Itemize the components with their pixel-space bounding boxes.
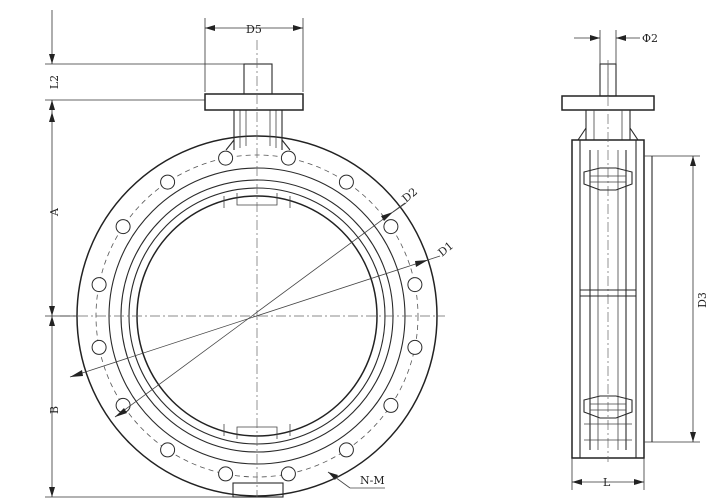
label-phi2: Φ2 [642,32,658,45]
bolt-hole [407,277,423,293]
bolt-hole [160,442,176,458]
label-l2: L2 [48,75,61,89]
bolt-holes [91,150,423,482]
bolt-hole [91,339,107,355]
bolt-hole [280,466,296,482]
top-mounting-flange [204,93,304,111]
bolt-hole [115,219,131,235]
label-d3: D3 [696,292,709,308]
side-view: Φ2 D3 L [561,30,709,490]
label-l: L [603,476,611,489]
bolt-hole [383,219,399,235]
label-a: A [48,207,61,217]
neck [233,110,283,150]
bottom-stub [232,482,284,498]
bolt-hole [280,150,296,166]
bolt-hole [383,397,399,413]
front-view: D5 L2 A B D2 D1 N-M [45,10,456,498]
bolt-hole [91,277,107,293]
bolt-hole [407,339,423,355]
label-d5: D5 [246,23,262,36]
bolt-hole [160,174,176,190]
stem-top [243,63,273,95]
bolt-hole [218,466,234,482]
label-n-m: N-M [360,474,385,487]
bolt-hole [338,442,354,458]
label-d2: D2 [400,185,420,205]
bolt-hole [338,174,354,190]
side-upper-hub [583,167,633,191]
side-lower-hub [583,395,633,419]
bolt-hole [218,150,234,166]
label-b: B [48,406,61,414]
